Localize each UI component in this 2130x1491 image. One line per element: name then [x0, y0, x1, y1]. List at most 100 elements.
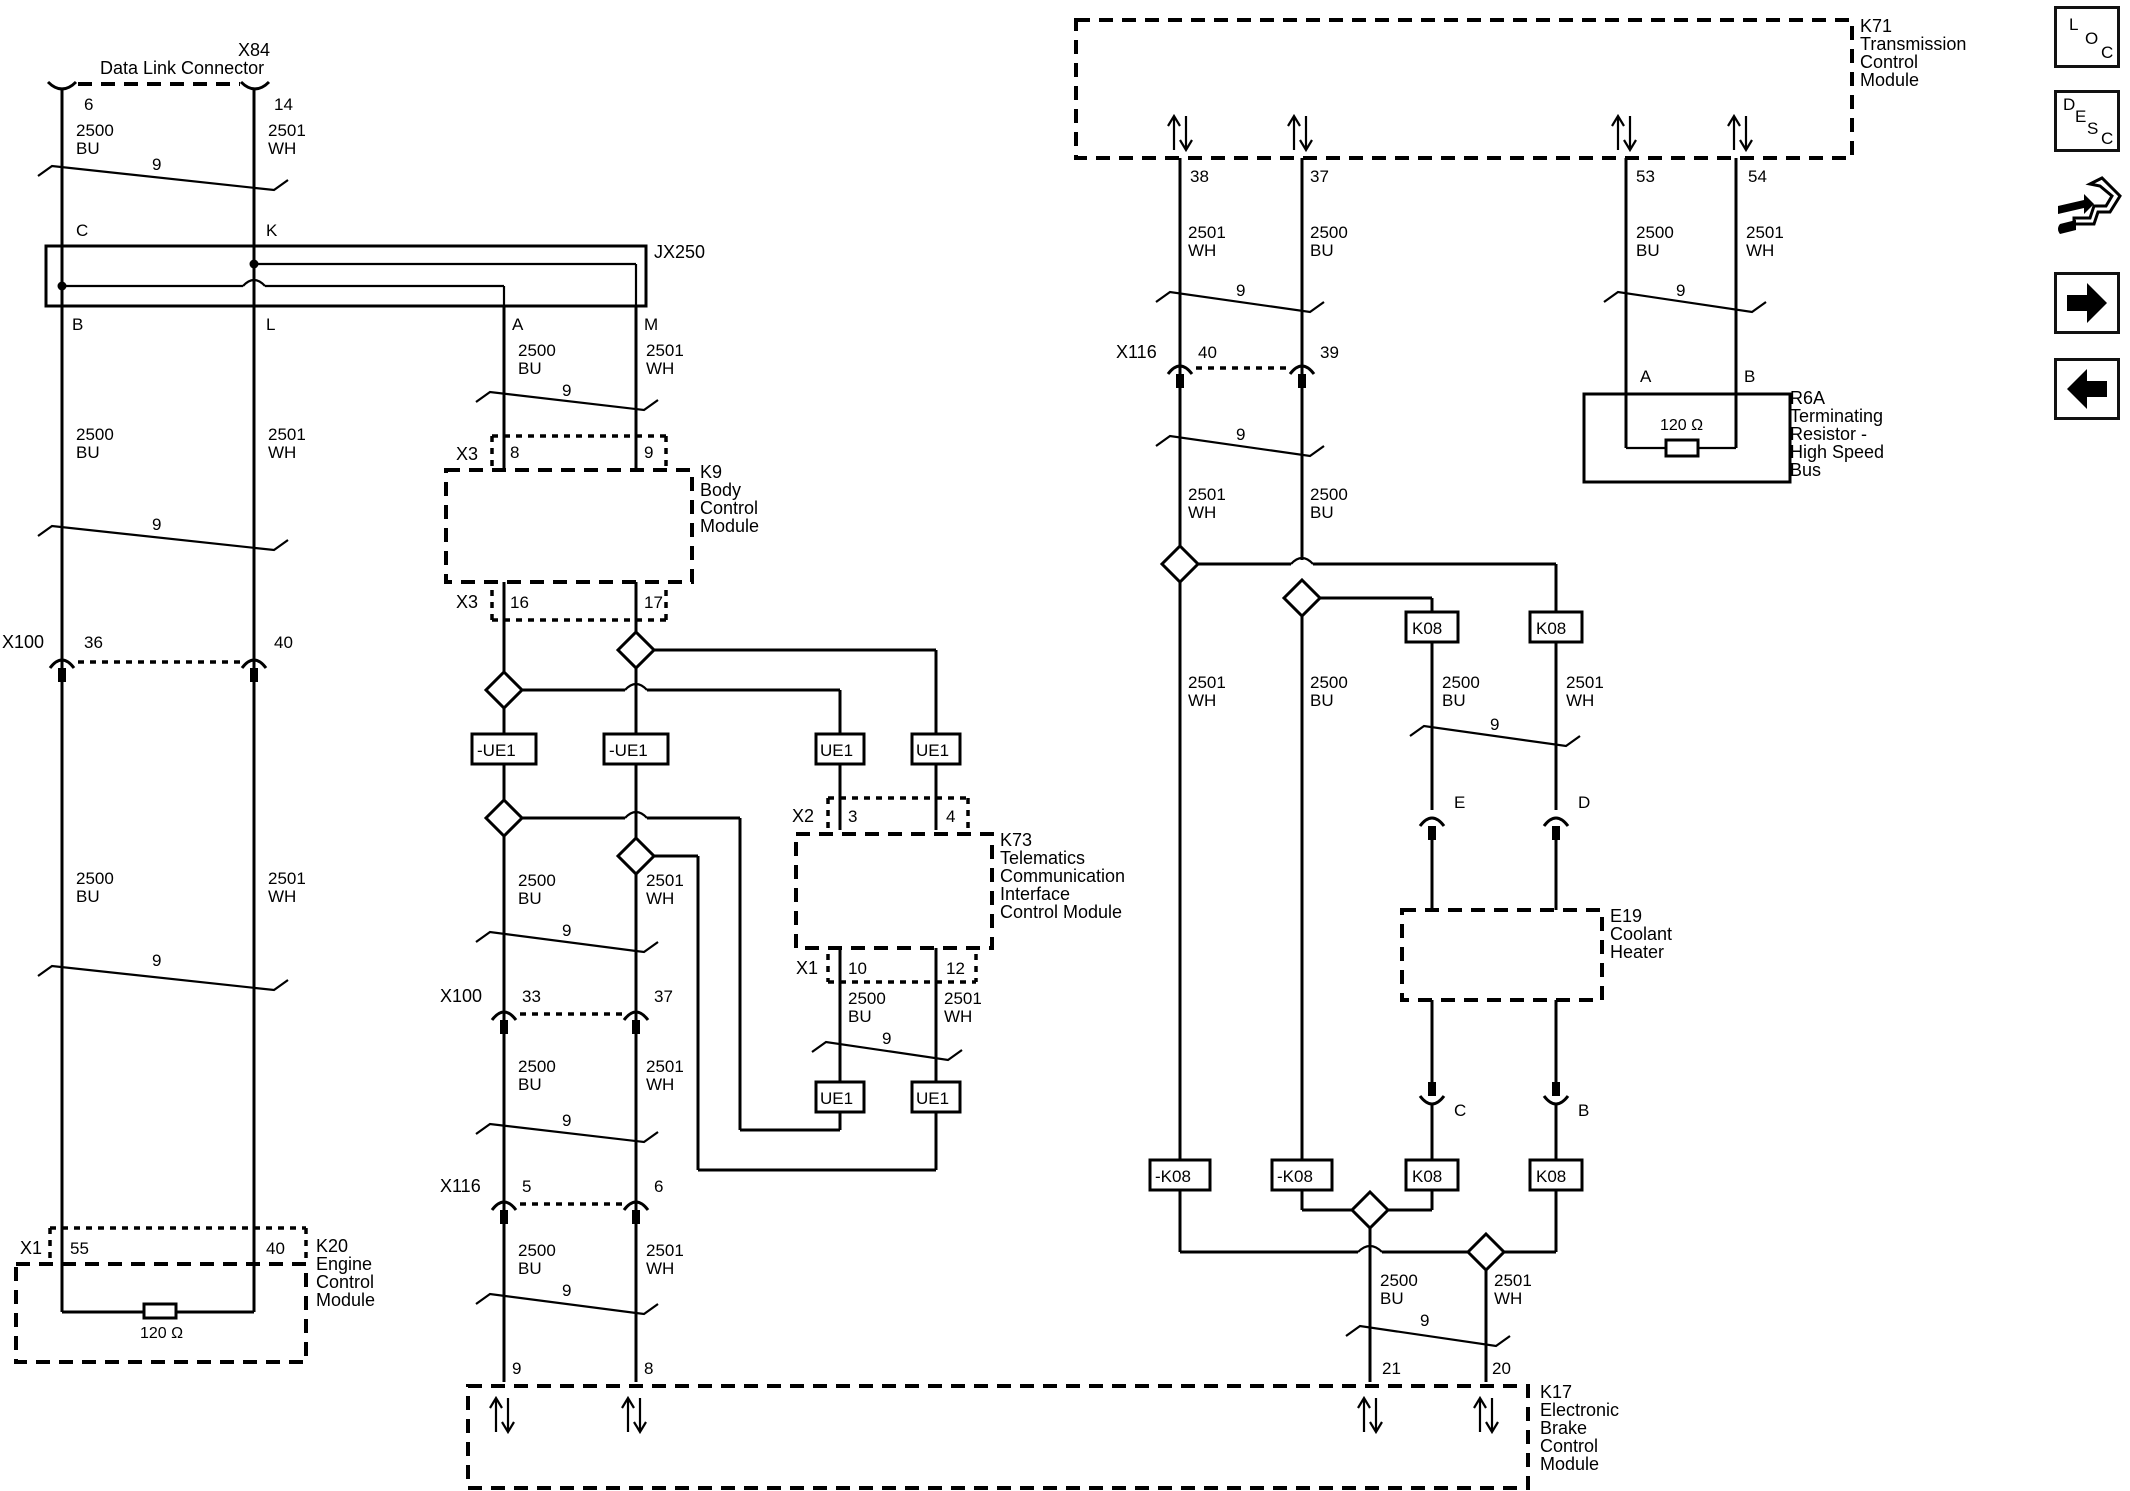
- k71-transmission-control-module[interactable]: K71 Transmission Control Module 38 37 53…: [1074, 16, 1966, 186]
- svg-text:9: 9: [562, 1111, 571, 1130]
- previous-arrow-icon: [2067, 369, 2107, 409]
- svg-text:Control: Control: [1540, 1436, 1598, 1456]
- svg-text:2500: 2500: [848, 989, 886, 1008]
- svg-text:WH: WH: [1188, 241, 1216, 260]
- svg-text:2500: 2500: [518, 871, 556, 890]
- svg-text:X116: X116: [1116, 342, 1157, 362]
- svg-text:K17: K17: [1540, 1382, 1572, 1402]
- option-ue1-d: UE1: [910, 1080, 962, 1114]
- svg-text:2501: 2501: [1188, 223, 1226, 242]
- svg-text:WH: WH: [646, 889, 674, 908]
- svg-text:Brake: Brake: [1540, 1418, 1587, 1438]
- svg-text:Heater: Heater: [1610, 942, 1664, 962]
- svg-text:2501: 2501: [1188, 673, 1226, 692]
- x116-mid-connector[interactable]: X116 5 6: [440, 1176, 663, 1224]
- k73-telematics-module[interactable]: X2 3 4 K73 Telematics Communication Inte…: [792, 796, 1125, 984]
- svg-text:20: 20: [1492, 1359, 1511, 1378]
- svg-text:2501: 2501: [268, 425, 306, 444]
- svg-text:2500: 2500: [518, 1057, 556, 1076]
- svg-text:53: 53: [1636, 167, 1655, 186]
- svg-text:Control: Control: [700, 498, 758, 518]
- x116-right-connector[interactable]: X116 40 39: [1116, 342, 1339, 388]
- option-ue1-c: UE1: [814, 1080, 866, 1114]
- desc-letter-d: D: [2063, 95, 2076, 114]
- description-button[interactable]: D E S C: [2054, 90, 2120, 152]
- svg-text:2500: 2500: [1310, 485, 1348, 504]
- k9-body-control-module[interactable]: X3 8 9 K9 Body Control Module X3 16 17: [444, 432, 759, 622]
- svg-text:WH: WH: [944, 1007, 972, 1026]
- option-ue1-b: UE1: [910, 732, 962, 766]
- svg-text:B: B: [1578, 1101, 1589, 1120]
- svg-text:2500: 2500: [1636, 223, 1674, 242]
- svg-text:37: 37: [1310, 167, 1329, 186]
- svg-text:WH: WH: [646, 1259, 674, 1278]
- svg-text:BU: BU: [518, 889, 542, 908]
- svg-text:9: 9: [562, 921, 571, 940]
- svg-text:WH: WH: [1494, 1289, 1522, 1308]
- option-neg-ue1-right: -UE1: [602, 732, 670, 766]
- r6a-terminating-resistor[interactable]: A B 120 Ω R6A Terminating Resistor - Hig…: [1582, 367, 1884, 484]
- svg-text:WH: WH: [1746, 241, 1774, 260]
- k20-engine-control-module[interactable]: X1 55 40 120 Ω K20 Engine Control Module: [14, 1226, 375, 1364]
- desc-letter-c: C: [2101, 129, 2114, 148]
- svg-text:E19: E19: [1610, 906, 1642, 926]
- svg-text:BU: BU: [518, 1259, 542, 1278]
- k17-electronic-brake-control-module[interactable]: 9 8 21 20 K17 Electronic Brake Control M…: [466, 1359, 1619, 1490]
- svg-text:Bus: Bus: [1790, 460, 1821, 480]
- svg-text:2500: 2500: [518, 1241, 556, 1260]
- svg-text:K08: K08: [1536, 1167, 1566, 1186]
- svg-text:Data Link Connector: Data Link Connector: [100, 58, 264, 78]
- loc-letter-l: L: [2069, 15, 2079, 34]
- x100-mid-connector[interactable]: X100 33 37: [440, 986, 673, 1034]
- svg-text:9: 9: [1490, 715, 1499, 734]
- svg-text:X1: X1: [20, 1238, 42, 1258]
- svg-text:D: D: [1578, 793, 1590, 812]
- desc-letter-s: S: [2087, 119, 2099, 138]
- svg-text:Communication: Communication: [1000, 866, 1125, 886]
- bidirectional-arrow-icon: [1167, 113, 1753, 153]
- svg-text:36: 36: [84, 633, 103, 652]
- svg-text:WH: WH: [646, 1075, 674, 1094]
- svg-text:40: 40: [1198, 343, 1217, 362]
- connector-repair-icon[interactable]: [2054, 172, 2124, 242]
- svg-text:BU: BU: [518, 359, 542, 378]
- svg-text:High Speed: High Speed: [1790, 442, 1884, 462]
- svg-text:-UE1: -UE1: [609, 741, 648, 760]
- jx250-splice-pack: JX250 B L A M: [44, 242, 705, 334]
- svg-text:BU: BU: [1310, 691, 1334, 710]
- x84-connector[interactable]: X84 Data Link Connector 6 14: [46, 40, 293, 114]
- svg-text:55: 55: [70, 1239, 89, 1258]
- svg-text:BU: BU: [1442, 691, 1466, 710]
- svg-text:2501: 2501: [268, 121, 306, 140]
- svg-text:X100: X100: [2, 632, 44, 652]
- svg-text:9: 9: [882, 1029, 891, 1048]
- e19-coolant-heater[interactable]: E D E19 Coolant Heater C B: [1400, 793, 1672, 1120]
- svg-text:UE1: UE1: [916, 1089, 949, 1108]
- bidirectional-arrow-icon: [489, 1395, 1499, 1435]
- next-page-button[interactable]: [2054, 272, 2120, 334]
- svg-text:M: M: [644, 315, 658, 334]
- option-neg-k08-b: -K08: [1270, 1158, 1334, 1192]
- svg-text:BU: BU: [1310, 503, 1334, 522]
- svg-text:BU: BU: [1380, 1289, 1404, 1308]
- x100-left-connector[interactable]: X100 36 40: [2, 632, 293, 682]
- svg-text:2500: 2500: [1442, 673, 1480, 692]
- svg-text:K20: K20: [316, 1236, 348, 1256]
- svg-text:2501: 2501: [1746, 223, 1784, 242]
- next-arrow-icon: [2067, 283, 2107, 323]
- svg-text:Transmission: Transmission: [1860, 34, 1966, 54]
- svg-text:2501: 2501: [646, 871, 684, 890]
- svg-text:C: C: [1454, 1101, 1466, 1120]
- svg-text:-K08: -K08: [1277, 1167, 1313, 1186]
- svg-text:X1: X1: [796, 958, 818, 978]
- svg-text:12: 12: [946, 959, 965, 978]
- svg-text:E: E: [1454, 793, 1465, 812]
- previous-page-button[interactable]: [2054, 358, 2120, 420]
- svg-text:9: 9: [152, 951, 161, 970]
- svg-text:Body: Body: [700, 480, 741, 500]
- svg-text:-UE1: -UE1: [477, 741, 516, 760]
- svg-text:2501: 2501: [646, 341, 684, 360]
- location-button[interactable]: L O C: [2054, 6, 2120, 68]
- svg-text:9: 9: [1236, 425, 1245, 444]
- svg-text:120 Ω: 120 Ω: [140, 1325, 183, 1342]
